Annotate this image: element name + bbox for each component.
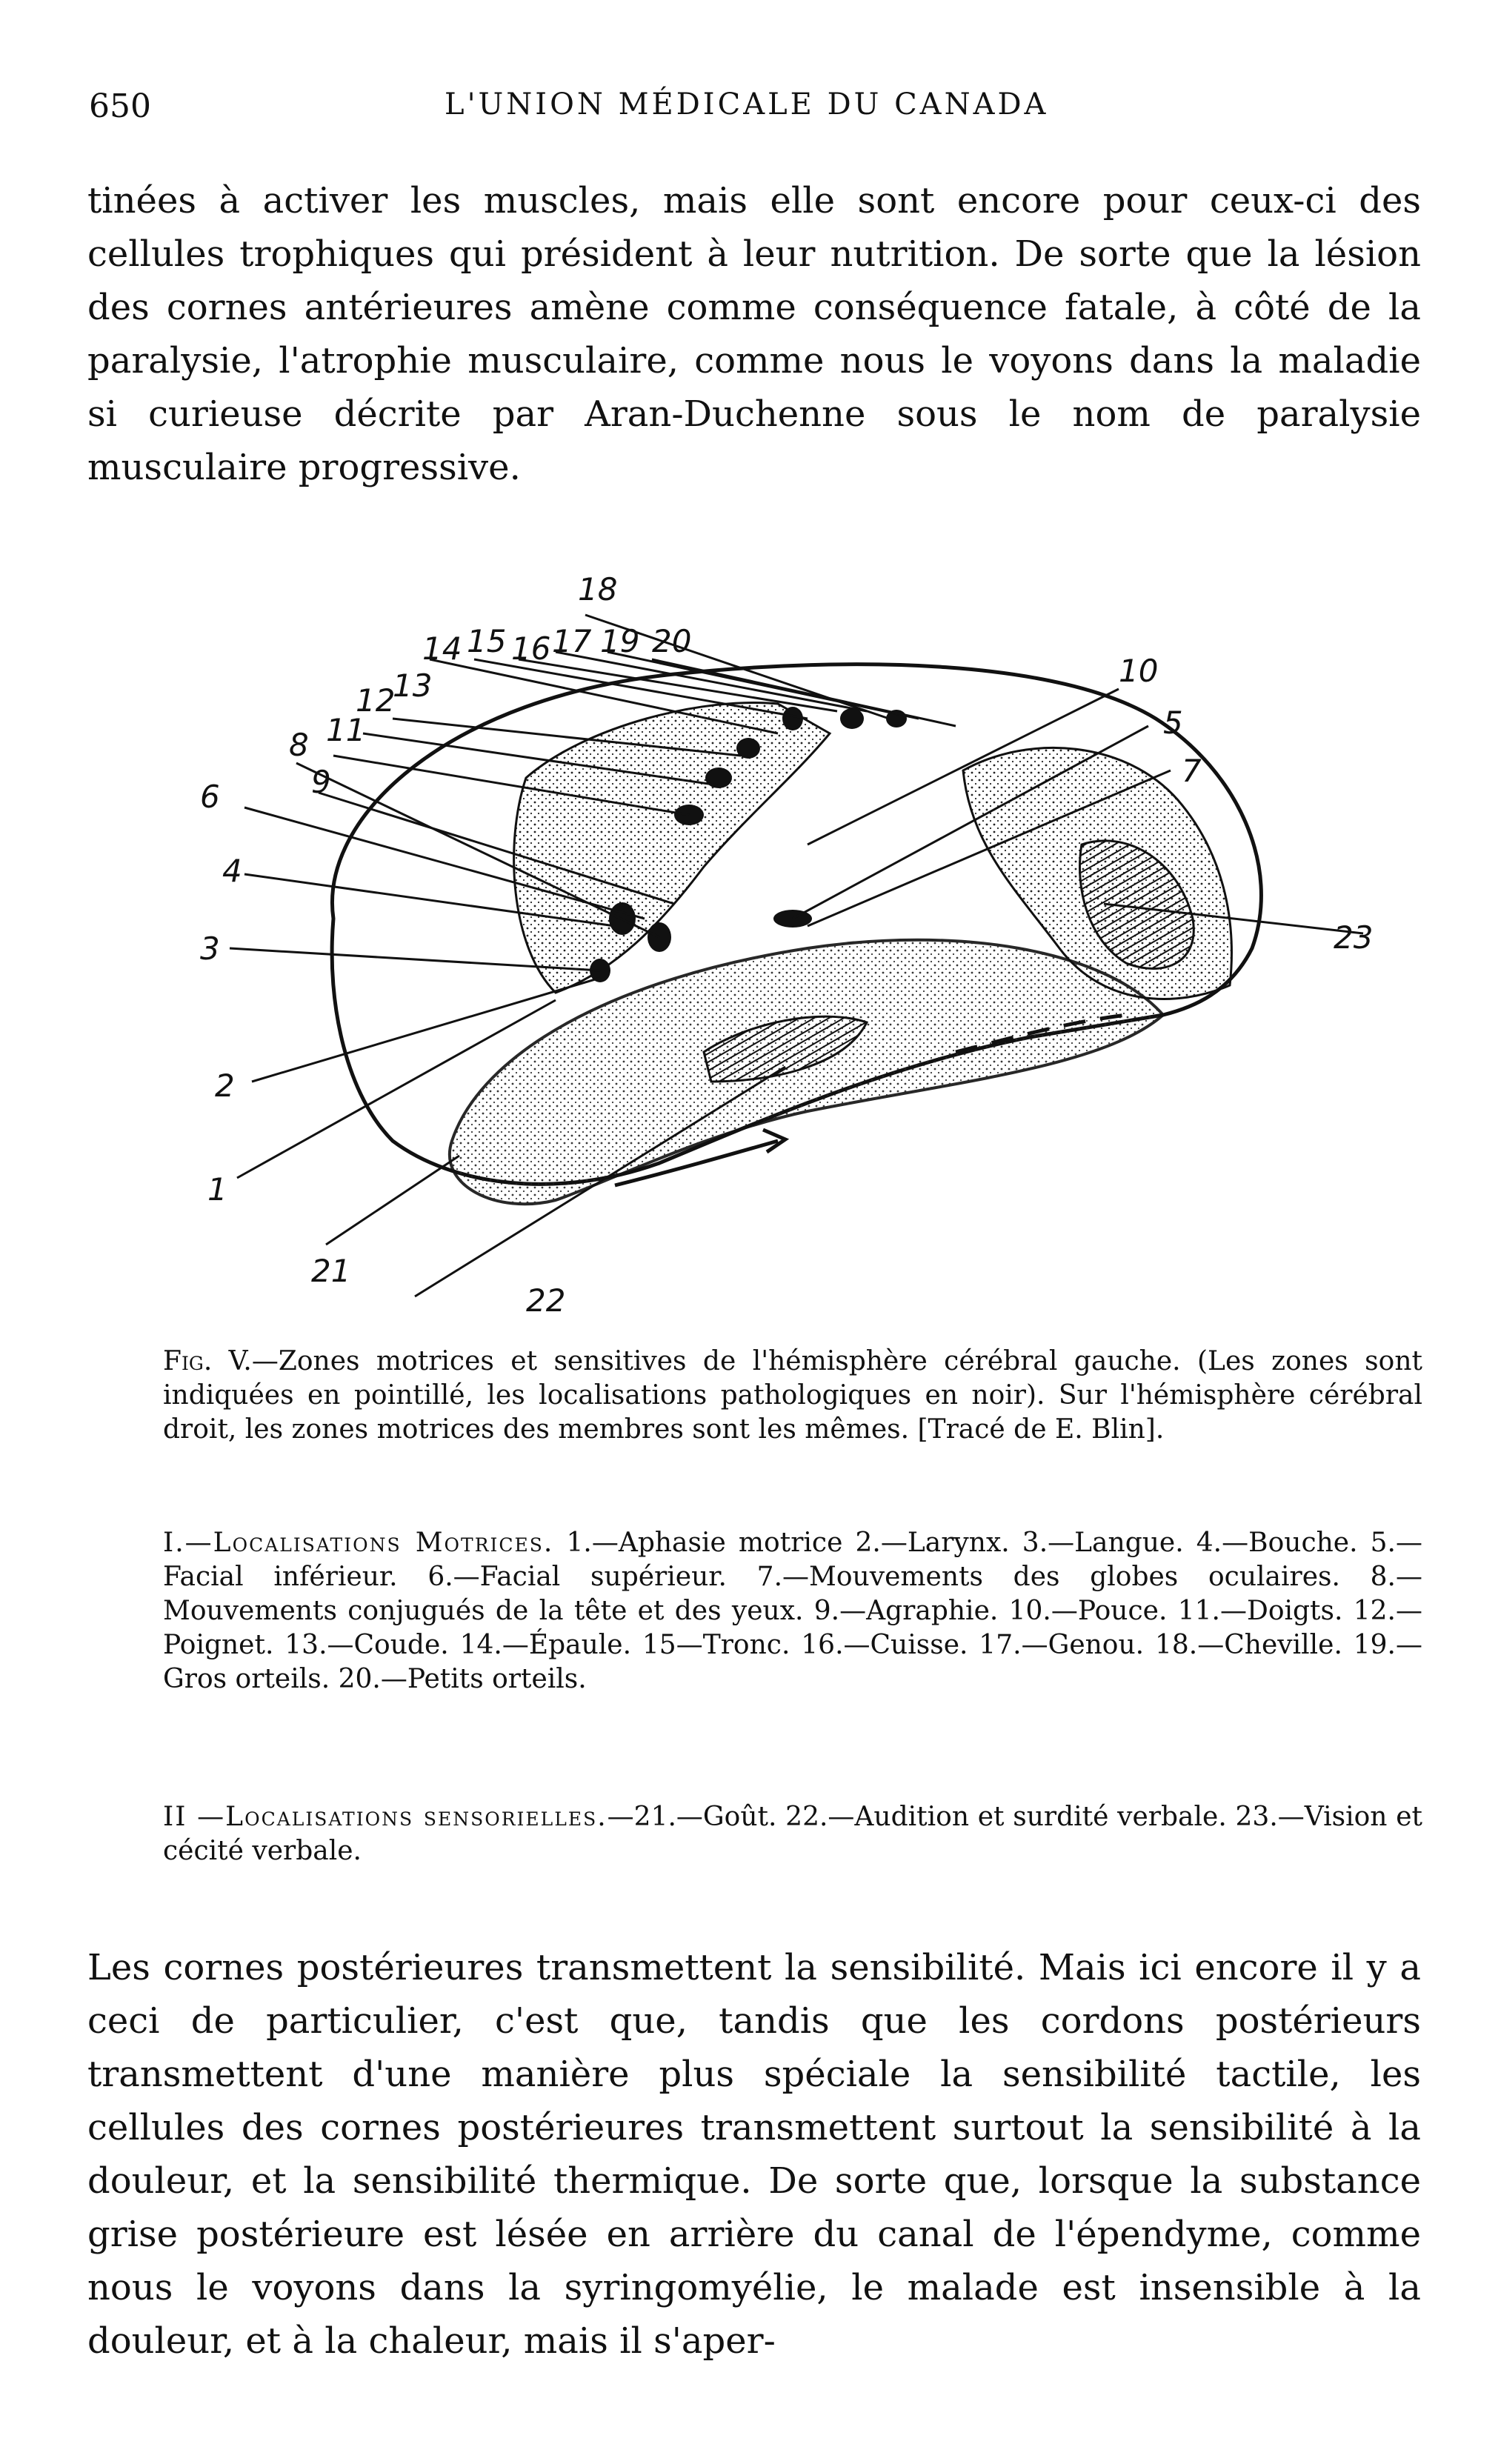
label-23: 23 <box>1334 919 1373 956</box>
label-7: 7 <box>1182 753 1202 789</box>
label-14: 14 <box>422 630 462 667</box>
label-13: 13 <box>393 667 432 704</box>
label-15: 15 <box>467 623 506 659</box>
figure-caption: Fig. V.—Zones motrices et sensitives de … <box>163 1345 1422 1447</box>
figure-caption-text: —Zones motrices et sensitives de l'hémis… <box>163 1346 1422 1445</box>
leader-lines <box>229 613 1364 1298</box>
legend-sensory-text: —21.—Goût. 22.—Audition et surdité verba… <box>163 1802 1422 1866</box>
label-19: 19 <box>600 623 639 659</box>
brain-figure: 1 2 3 4 5 6 7 8 9 10 11 12 13 14 15 16 1… <box>141 533 1385 1319</box>
figure-caption-ref: Fig. V. <box>163 1346 252 1376</box>
temporal-lobe <box>447 938 1165 1206</box>
label-16: 16 <box>511 630 550 667</box>
label-9: 9 <box>311 764 331 800</box>
legend-motor-text: 1.—Aphasie motrice 2.—Larynx. 3.—Langue.… <box>163 1528 1422 1694</box>
page-header: 650 L'UNION MÉDICALE DU CANADA <box>89 87 1422 132</box>
label-8: 8 <box>289 727 309 763</box>
paragraph-bottom: Les cornes postérieures transmettent la … <box>87 1947 1421 2362</box>
label-20: 20 <box>652 623 691 659</box>
legend-sensory-head: II —Localisations sensorielles. <box>163 1802 607 1832</box>
label-11: 11 <box>326 712 365 748</box>
label-2: 2 <box>215 1068 235 1104</box>
visual-zone <box>1079 839 1195 970</box>
label-3: 3 <box>200 930 220 967</box>
hemisphere-outline <box>330 662 1263 1186</box>
label-21: 21 <box>311 1253 350 1289</box>
motor-zone <box>513 701 832 994</box>
paragraph-top: tinées à activer les muscles, mais elle … <box>87 180 1421 488</box>
label-22: 22 <box>526 1282 565 1319</box>
label-10: 10 <box>1119 653 1158 689</box>
label-18: 18 <box>578 571 617 607</box>
label-17: 17 <box>552 623 592 659</box>
legend-sensory: II —Localisations sensorielles.—21.—Goût… <box>163 1800 1422 1868</box>
label-4: 4 <box>222 853 242 889</box>
auditory-zone <box>702 1015 869 1083</box>
label-12: 12 <box>356 682 395 719</box>
page-number: 650 <box>89 87 151 125</box>
legend-motor-head: I.—Localisations Motrices. <box>163 1528 554 1558</box>
label-6: 6 <box>200 779 220 815</box>
brain-diagram: 1 2 3 4 5 6 7 8 9 10 11 12 13 14 15 16 1… <box>200 571 1373 1319</box>
label-1: 1 <box>207 1171 227 1208</box>
legend-motor: I.—Localisations Motrices. 1.—Aphasie mo… <box>163 1526 1422 1697</box>
label-5: 5 <box>1163 705 1183 741</box>
running-title: L'UNION MÉDICALE DU CANADA <box>445 87 1049 121</box>
